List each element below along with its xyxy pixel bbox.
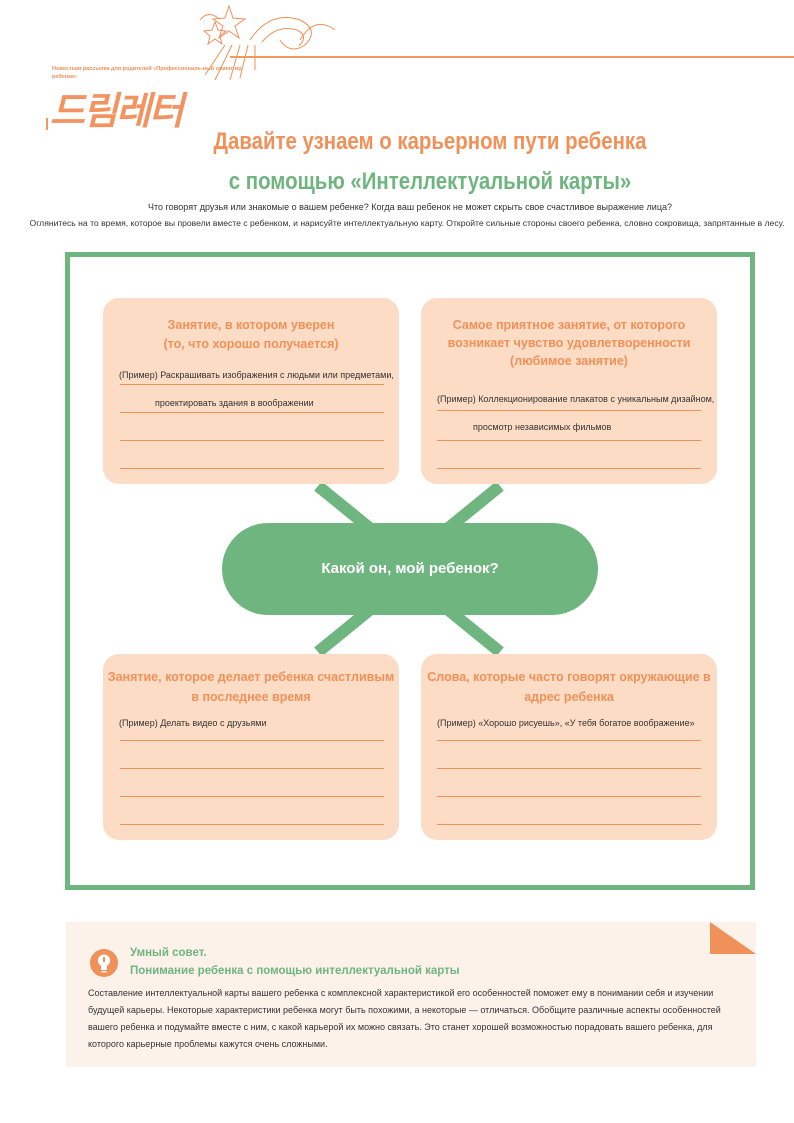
example-text: (Пример) «Хорошо рисуешь», «У тебя богат… bbox=[437, 718, 695, 728]
page-fold-icon bbox=[706, 922, 756, 956]
answer-line[interactable] bbox=[437, 740, 701, 741]
answer-line[interactable] bbox=[437, 468, 701, 469]
box-title: Самое приятное занятие, от которого bbox=[421, 316, 717, 335]
box-title: Занятие, которое делает ребенка счастлив… bbox=[103, 668, 399, 687]
answer-line[interactable] bbox=[120, 384, 384, 385]
answer-line[interactable] bbox=[120, 440, 384, 441]
example-text: проектировать здания в воображении bbox=[155, 398, 314, 408]
answer-line[interactable] bbox=[437, 768, 701, 769]
example-text: (Пример) Коллекционирование плакатов с у… bbox=[437, 394, 714, 404]
center-node-label: Какой он, мой ребенок? bbox=[222, 523, 598, 615]
box-happy-activity: Занятие, которое делает ребенка счастлив… bbox=[103, 654, 399, 840]
answer-line[interactable] bbox=[120, 740, 384, 741]
tip-subheading: Понимание ребенка с помощью интеллектуал… bbox=[130, 965, 460, 977]
box-title: Слова, которые часто говорят окружающие … bbox=[421, 668, 717, 687]
box-others-words: Слова, которые часто говорят окружающие … bbox=[421, 654, 717, 840]
answer-line[interactable] bbox=[120, 768, 384, 769]
box-favorite-activity: Самое приятное занятие, от которого возн… bbox=[421, 298, 717, 484]
box-confident-activity: Занятие, в котором уверен (то, что хорош… bbox=[103, 298, 399, 484]
lightbulb-icon bbox=[89, 948, 119, 978]
answer-line[interactable] bbox=[120, 796, 384, 797]
answer-line[interactable] bbox=[120, 824, 384, 825]
answer-line[interactable] bbox=[120, 412, 384, 413]
box-title: возникает чувство удовлетворенности bbox=[421, 334, 717, 353]
tip-body: Составление интеллектуальной карты вашег… bbox=[88, 985, 748, 1053]
example-text: (Пример) Делать видео с друзьями bbox=[119, 718, 267, 728]
answer-line[interactable] bbox=[437, 440, 701, 441]
box-title: адрес ребенка bbox=[421, 688, 717, 707]
box-subtitle: (то, что хорошо получается) bbox=[103, 335, 399, 354]
example-text: просмотр независимых фильмов bbox=[473, 422, 611, 432]
box-title: в последнее время bbox=[103, 688, 399, 707]
answer-line[interactable] bbox=[437, 824, 701, 825]
tip-heading: Умный совет. bbox=[130, 947, 207, 959]
box-title: Занятие, в котором уверен bbox=[103, 316, 399, 335]
answer-line[interactable] bbox=[437, 410, 701, 411]
answer-line[interactable] bbox=[437, 796, 701, 797]
example-text: (Пример) Раскрашивать изображения с людь… bbox=[119, 370, 394, 380]
answer-line[interactable] bbox=[120, 468, 384, 469]
box-subtitle: (любимое занятие) bbox=[421, 352, 717, 371]
